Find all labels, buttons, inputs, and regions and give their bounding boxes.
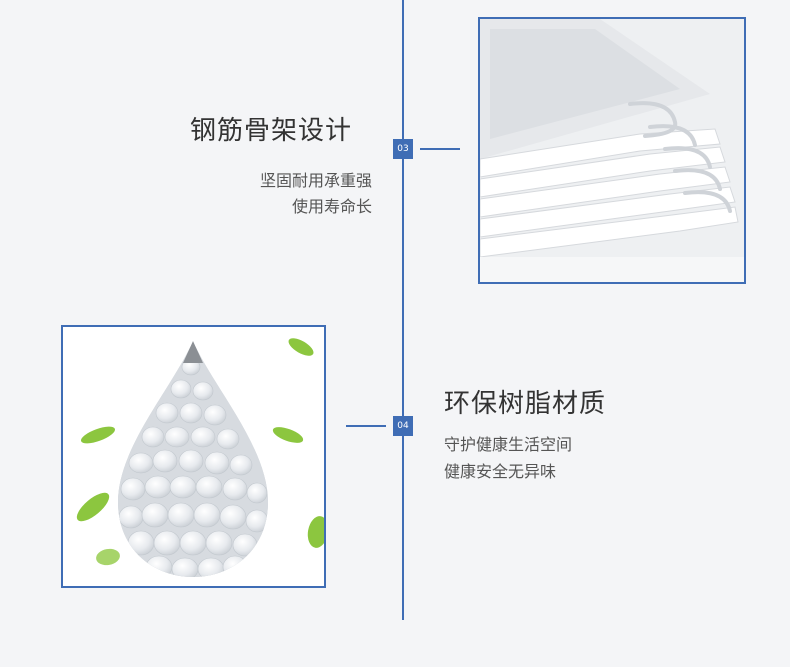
feature-desc-line: 使用寿命长: [291, 197, 372, 216]
feature-number-badge: 04: [393, 416, 413, 436]
connector-line: [346, 425, 386, 427]
stacked-trays-image: [478, 17, 746, 284]
feature-desc-line: 守护健康生活空间: [444, 435, 573, 454]
timeline-line: [402, 0, 404, 620]
feature-desc-line: 坚固耐用承重强: [259, 171, 372, 190]
feature-title: 钢筋骨架设计: [190, 116, 353, 146]
connector-line: [420, 148, 460, 150]
feature-number-badge: 03: [393, 139, 413, 159]
feature-desc-line: 健康安全无异味: [444, 462, 557, 481]
feature-title: 环保树脂材质: [444, 389, 607, 419]
resin-pellets-droplet-image: [61, 325, 326, 588]
